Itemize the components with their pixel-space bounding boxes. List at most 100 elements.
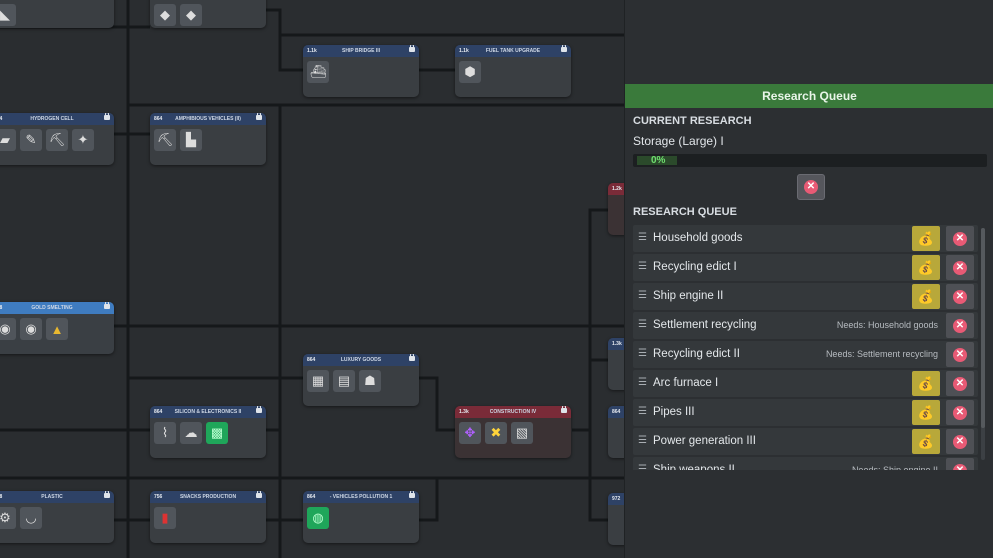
hull-panel-icon[interactable]: ◆ — [180, 4, 202, 26]
drag-handle-icon[interactable]: ☰ — [638, 290, 647, 301]
tech-node-cost: 864 — [612, 409, 621, 415]
bridge-icon[interactable]: ⛴ — [307, 61, 329, 83]
rover-icon[interactable]: ✦ — [72, 129, 94, 151]
tech-node-cost: 768 — [0, 305, 3, 311]
drag-handle-icon[interactable]: ☰ — [638, 465, 647, 475]
tech-node-edge-2[interactable]: 1.3k — [608, 338, 625, 390]
cancel-current-research-button[interactable]: ✕ — [797, 174, 825, 200]
tech-node-top-2[interactable]: ◆◆ — [150, 0, 266, 28]
close-icon: ✕ — [953, 434, 967, 449]
lock-icon — [256, 406, 262, 413]
remove-from-queue-button[interactable]: ✕ — [946, 226, 974, 251]
queue-item[interactable]: ☰Arc furnace I💰✕ — [633, 370, 978, 397]
tools-icon[interactable]: ✖ — [485, 422, 507, 444]
bag-icon[interactable]: ☗ — [359, 370, 381, 392]
drag-handle-icon[interactable]: ☰ — [638, 406, 647, 417]
drag-handle-icon[interactable]: ☰ — [638, 319, 647, 330]
tech-node-hydrogen[interactable]: 864HYDROGEN CELL▰✎⛏✦ — [0, 113, 114, 165]
excavator-icon[interactable]: ⛏ — [154, 129, 176, 151]
queue-scrollbar[interactable] — [981, 228, 985, 460]
tech-node-top-1[interactable]: ◣ — [0, 0, 114, 28]
chip-icon[interactable]: ▩ — [206, 422, 228, 444]
prioritize-button[interactable]: 💰 — [912, 255, 940, 280]
remove-from-queue-button[interactable]: ✕ — [946, 255, 974, 280]
bricks-icon[interactable]: ▧ — [511, 422, 533, 444]
ore-icon[interactable]: ◉ — [0, 318, 16, 340]
robot-arm-icon[interactable]: ⚙ — [0, 507, 16, 529]
dump-truck-icon[interactable]: ▙ — [180, 129, 202, 151]
fuel-tank-icon[interactable]: ⬢ — [459, 61, 481, 83]
queue-item[interactable]: ☰ Power generation III 💰 ✕ — [633, 428, 978, 455]
prioritize-button[interactable]: 💰 — [912, 371, 940, 396]
drag-handle-icon[interactable]: ☰ — [638, 232, 647, 243]
tech-node-header: 864 — [608, 406, 625, 418]
scrollbar-thumb[interactable] — [981, 228, 985, 428]
tech-node-pollution[interactable]: 864- VEHICLES POLLUTION 1◍ — [303, 491, 419, 543]
ore-icon[interactable]: ◉ — [20, 318, 42, 340]
snack-can-icon[interactable]: ▮ — [154, 507, 176, 529]
progress-fill — [637, 156, 677, 165]
excavator-icon[interactable]: ⛏ — [46, 129, 68, 151]
remove-from-queue-button[interactable]: ✕ — [946, 371, 974, 396]
remove-from-queue-button[interactable]: ✕ — [946, 313, 974, 338]
tech-node-cost: 1.1k — [307, 48, 317, 54]
prioritize-button[interactable]: 💰 — [912, 284, 940, 309]
hull-panel-icon[interactable]: ◆ — [154, 4, 176, 26]
crate-icon[interactable]: ▦ — [307, 370, 329, 392]
structure-icon[interactable]: ✥ — [459, 422, 481, 444]
cloud-icon[interactable]: ☁ — [180, 422, 202, 444]
prioritize-button[interactable]: 💰 — [912, 226, 940, 251]
gold-bar-icon[interactable]: ▲ — [46, 318, 68, 340]
tech-node-plastic[interactable]: 648PLASTIC⚙◡ — [0, 491, 114, 543]
tech-node-edge-1[interactable]: 1.2k — [608, 183, 625, 235]
queue-item[interactable]: ☰Household goods💰✕ — [633, 225, 978, 252]
remove-from-queue-button[interactable]: ✕ — [946, 284, 974, 309]
prioritize-button[interactable]: 💰 — [912, 429, 940, 454]
remove-from-queue-button[interactable]: ✕ — [946, 429, 974, 454]
bowl-icon[interactable]: ◡ — [20, 507, 42, 529]
drag-handle-icon[interactable]: ☰ — [638, 435, 647, 446]
tech-node-edge-3[interactable]: 864 — [608, 406, 625, 458]
panel-title: Research Queue — [625, 84, 993, 108]
tech-node-edge-4[interactable]: 972 — [608, 493, 625, 545]
drill-icon[interactable]: ✎ — [20, 129, 42, 151]
vehicle-filter-icon[interactable]: ◍ — [307, 507, 329, 529]
prioritize-button[interactable]: 💰 — [912, 400, 940, 425]
remove-from-queue-button[interactable]: ✕ — [946, 400, 974, 425]
drag-handle-icon[interactable]: ☰ — [638, 261, 647, 272]
battery-icon[interactable]: ▰ — [0, 129, 16, 151]
tech-node-cost: 864 — [307, 357, 316, 363]
lock-icon — [409, 45, 415, 52]
queue-item-label: Power generation III — [653, 435, 756, 447]
tech-node-name: - VEHICLES POLLUTION 1 — [329, 494, 393, 500]
queue-item[interactable]: ☰Pipes III💰✕ — [633, 399, 978, 426]
box-icon[interactable]: ▤ — [333, 370, 355, 392]
queue-item[interactable]: ☰Recycling edict I💰✕ — [633, 254, 978, 281]
silicon-icon[interactable]: ⌇ — [154, 422, 176, 444]
research-queue-heading: RESEARCH QUEUE — [633, 206, 737, 218]
queue-item[interactable]: ☰Ship engine II💰✕ — [633, 283, 978, 310]
tech-node-cost: 1.3k — [459, 409, 469, 415]
drag-handle-icon[interactable]: ☰ — [638, 377, 647, 388]
drag-handle-icon[interactable]: ☰ — [638, 348, 647, 359]
remove-from-queue-button[interactable]: ✕ — [946, 342, 974, 367]
ship-hull-icon[interactable]: ◣ — [0, 4, 16, 26]
lock-icon — [256, 491, 262, 498]
queue-item-requirement: Needs: Settlement recycling — [825, 349, 938, 359]
lock-icon — [104, 302, 110, 309]
tech-node-unlocks: ⛴ — [307, 61, 329, 83]
close-icon: ✕ — [953, 231, 967, 246]
tech-node-gold[interactable]: 768GOLD SMELTING◉◉▲ — [0, 302, 114, 354]
tech-node-unlocks: ▰✎⛏✦ — [0, 129, 94, 151]
